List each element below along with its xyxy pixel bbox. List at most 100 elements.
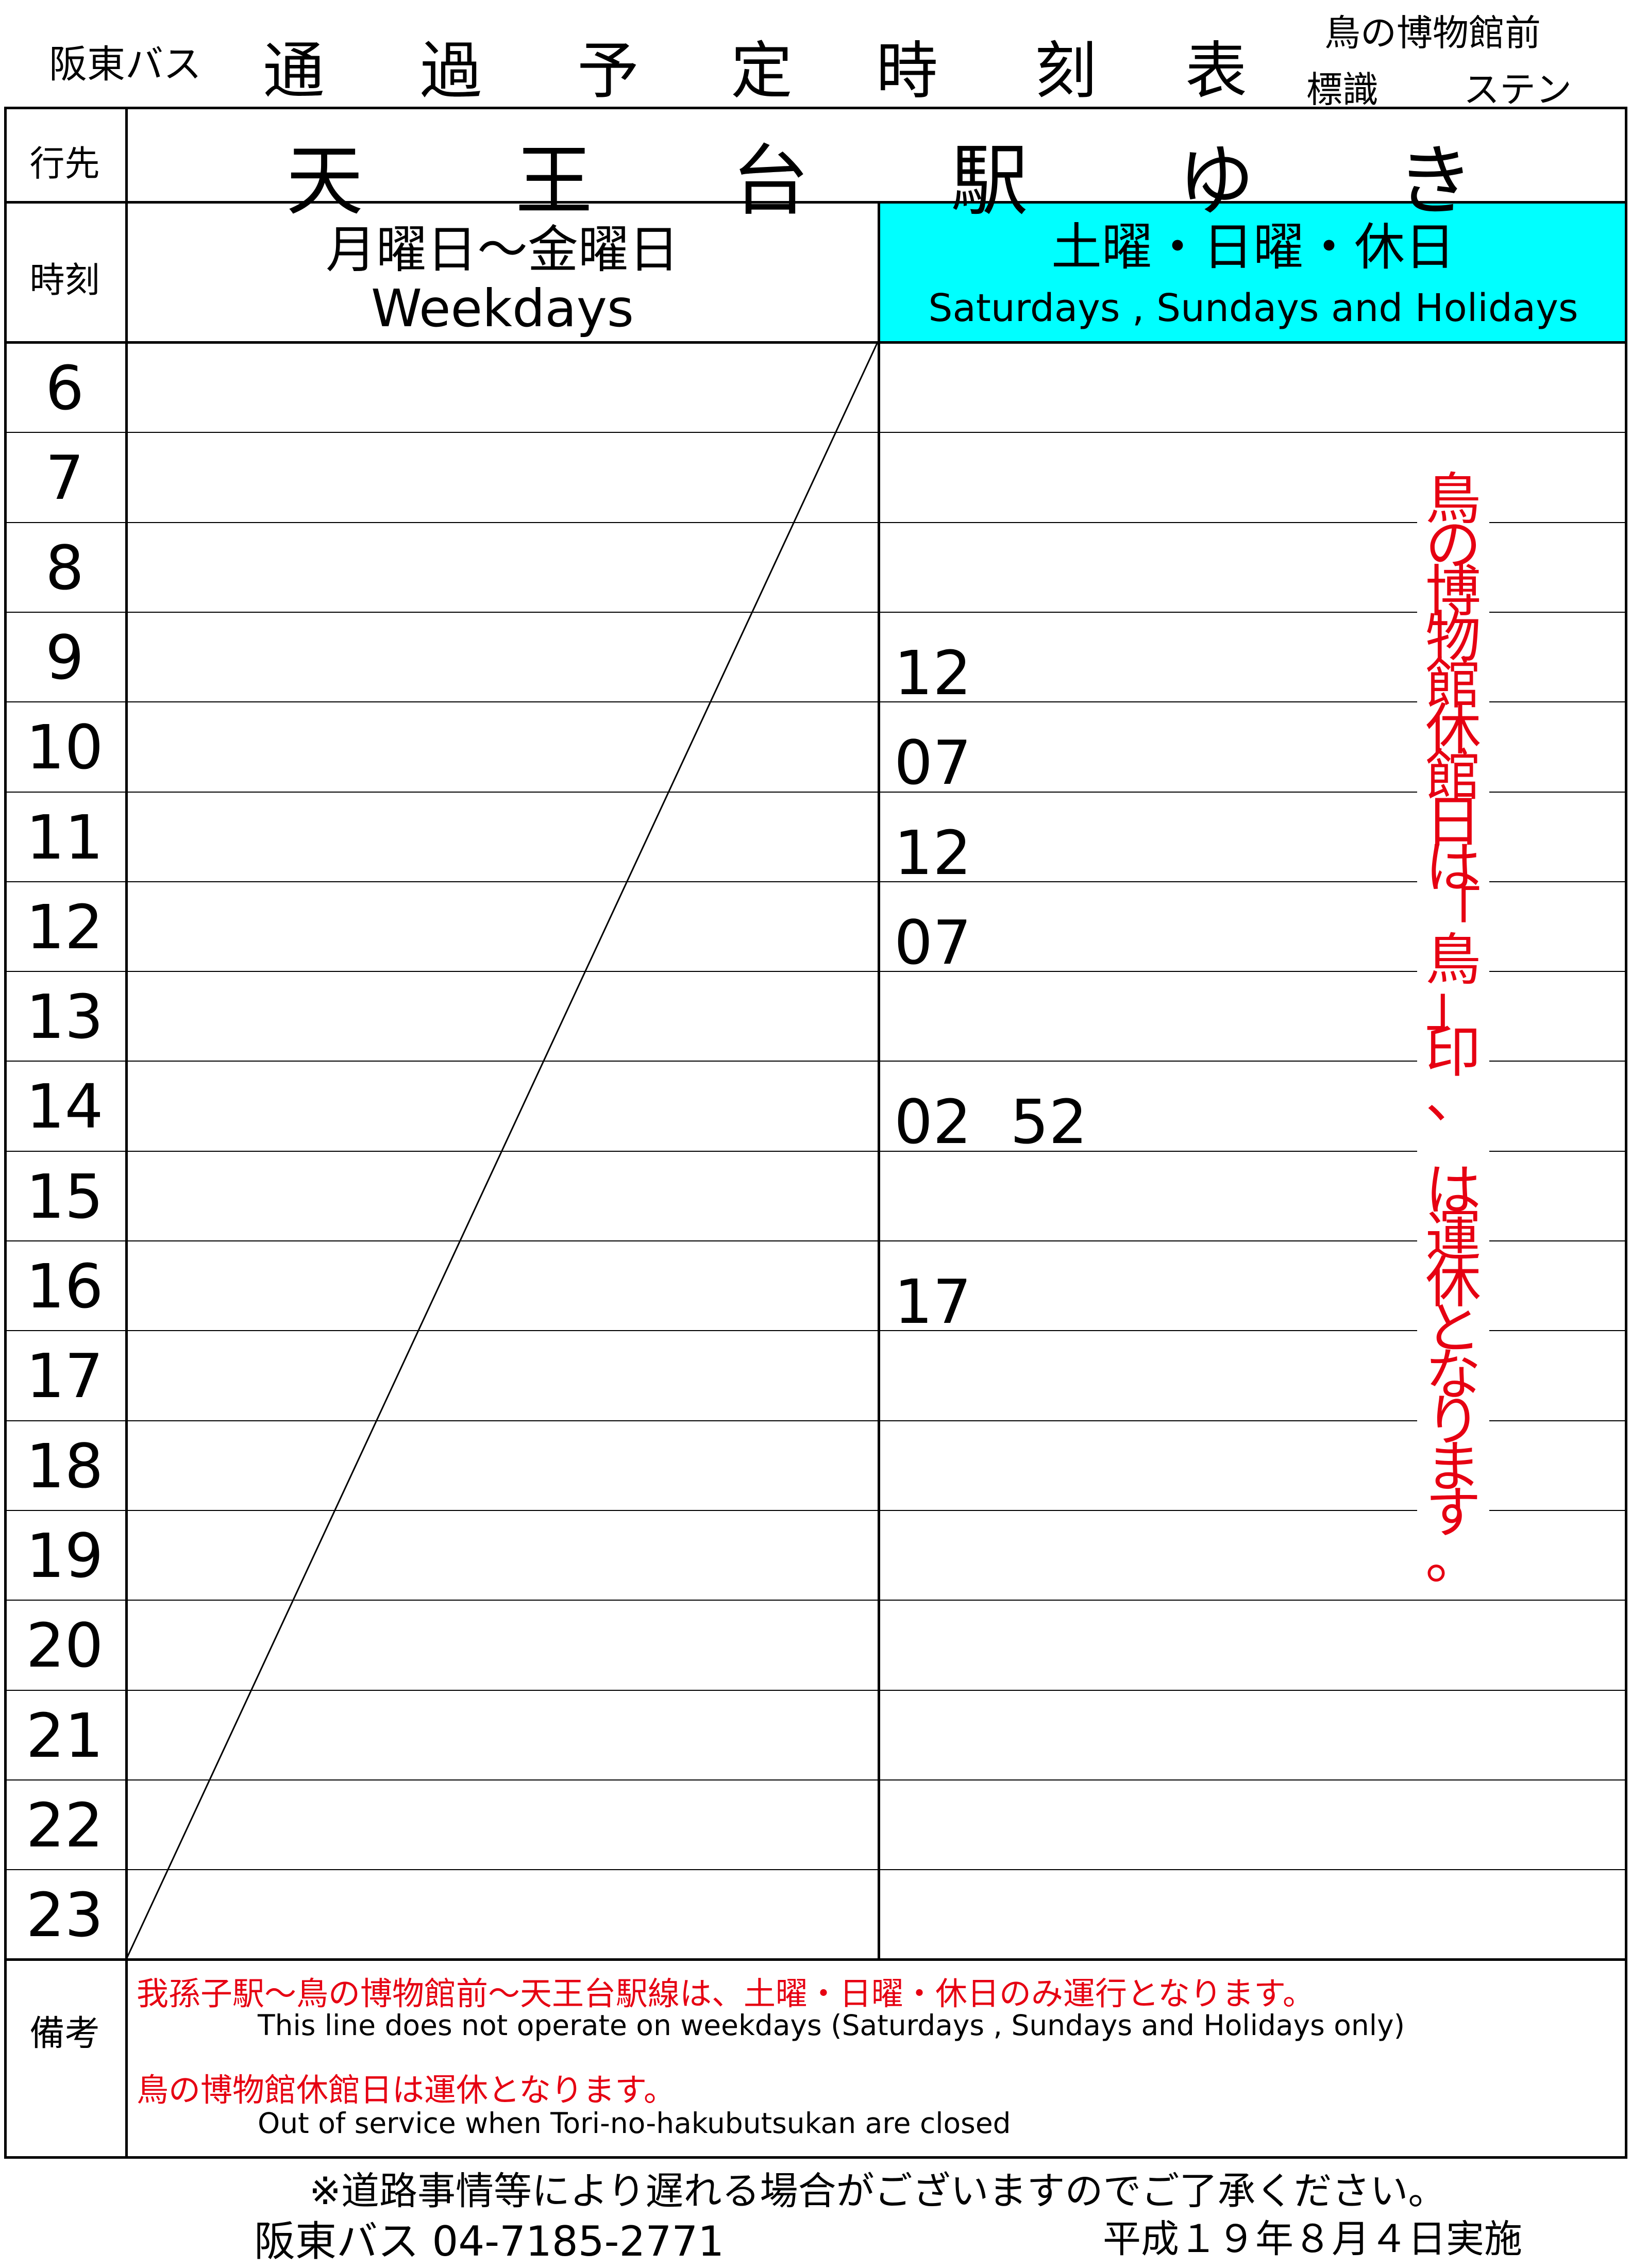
time-label: 時刻	[29, 260, 100, 301]
hour-row-divider	[4, 701, 1627, 702]
row-divider	[4, 1958, 1627, 1961]
holiday-header-en: Saturdays , Sundays and Holidays	[928, 286, 1578, 330]
hour-label: 20	[26, 1610, 104, 1681]
notice-char: 博	[1425, 559, 1481, 624]
notice-char: 館	[1425, 744, 1481, 809]
row-divider	[4, 341, 1627, 344]
hour-row-divider	[4, 792, 1627, 793]
stop-name: 鳥の博物館前	[1324, 12, 1541, 54]
notice-char: は	[1425, 1158, 1481, 1223]
notice-char: 休	[1425, 1250, 1481, 1315]
holiday-header-jp: 土曜・日曜・休日	[1051, 218, 1455, 277]
notice-char: な	[1425, 1342, 1481, 1407]
notice-char: は	[1425, 836, 1481, 901]
destination-char: 天	[286, 137, 364, 226]
hour-row-divider	[4, 1690, 1627, 1691]
stop-sign-label: 標識	[1306, 69, 1378, 111]
notice-char: 物	[1425, 606, 1481, 670]
company-phone: 阪東バス 04-7185-2771	[254, 2217, 725, 2265]
remarks-label: 備考	[29, 2013, 100, 2054]
notice-char: 館	[1425, 651, 1481, 716]
hour-label: 19	[26, 1520, 104, 1591]
hour-row-divider	[4, 1420, 1627, 1421]
holiday-departure-minutes: 02 52	[894, 1086, 1088, 1157]
remark-line1-en: This line does not operate on weekdays (…	[258, 2009, 1405, 2042]
title-char: 定	[731, 36, 793, 107]
hour-row-divider	[4, 1869, 1627, 1870]
hour-label: 23	[26, 1879, 104, 1951]
hour-label: 18	[26, 1431, 104, 1502]
hour-label: 14	[26, 1071, 104, 1142]
hour-row-divider	[4, 1779, 1627, 1780]
hour-label: 7	[45, 442, 85, 513]
stop-type-label: ステン	[1464, 69, 1572, 111]
remark-line2-en: Out of service when Tori-no-hakubutsukan…	[258, 2107, 1011, 2140]
weekday-header-jp: 月曜日～金曜日	[325, 221, 679, 279]
notice-char: り	[1425, 1389, 1481, 1454]
hour-label: 10	[26, 712, 104, 783]
hour-label: 15	[26, 1161, 104, 1232]
hour-row-divider	[4, 971, 1627, 972]
notice-char: 運	[1425, 1204, 1481, 1269]
hour-row-divider	[4, 1240, 1627, 1241]
title-char: 刻	[1035, 36, 1097, 107]
hour-row-divider	[4, 1510, 1627, 1511]
label-column-divider	[125, 107, 128, 2159]
closed-day-notice: 鳥の博物館休館日は「鳥」印、 は運休となります。	[1417, 467, 1489, 1592]
hour-label: 22	[26, 1790, 104, 1861]
destination-char: ゆ	[1178, 137, 1255, 226]
hour-row-divider	[4, 522, 1627, 523]
title-char: 表	[1185, 36, 1247, 107]
notice-char: と	[1425, 1297, 1481, 1362]
hour-label: 13	[26, 981, 104, 1052]
row-divider	[4, 201, 1627, 204]
company-name: 阪東バス	[49, 42, 201, 87]
holiday-departure-minutes: 12	[894, 637, 972, 709]
timetable-frame	[4, 107, 1627, 2159]
holiday-departure-minutes: 12	[894, 817, 972, 888]
destination-char: 台	[732, 137, 810, 226]
hour-label: 8	[45, 532, 85, 603]
notice-char: 」	[1425, 974, 1481, 1039]
hour-label: 21	[26, 1700, 104, 1771]
hour-label: 12	[26, 892, 104, 963]
notice-char: 「	[1425, 882, 1481, 947]
notice-char: 鳥	[1425, 928, 1481, 993]
destination-char: き	[1397, 137, 1474, 226]
title-char: 時	[876, 36, 938, 107]
destination-label: 行先	[29, 144, 100, 184]
hour-label: 16	[26, 1251, 104, 1322]
notice-char: ま	[1425, 1435, 1481, 1500]
notice-char: 鳥	[1425, 467, 1481, 532]
destination-char: 駅	[951, 137, 1029, 226]
holiday-departure-minutes: 07	[894, 907, 972, 978]
effective-date: 平成１９年８月４日実施	[1103, 2217, 1522, 2261]
hour-row-divider	[4, 881, 1627, 882]
hour-row-divider	[4, 612, 1627, 613]
hour-row-divider	[4, 1151, 1627, 1152]
notice-char: 日	[1425, 789, 1481, 854]
notice-char: の	[1425, 513, 1481, 578]
remark-line2-jp: 鳥の博物館休館日は運休となります。	[137, 2071, 676, 2109]
holiday-header-cell	[879, 203, 1627, 341]
hour-row-divider	[4, 1330, 1627, 1331]
notice-char: 、	[1425, 1066, 1481, 1131]
weekday-header-en: Weekdays	[371, 278, 634, 339]
hour-label: 6	[45, 352, 85, 424]
hour-row-divider	[4, 1600, 1627, 1601]
hour-row-divider	[4, 432, 1627, 433]
title-char: 予	[577, 36, 639, 107]
notice-char: す	[1425, 1481, 1481, 1545]
hour-label: 9	[45, 622, 85, 693]
notice-char: 。	[1425, 1527, 1481, 1592]
delay-notice: ※道路事情等により遅れる場合がございますのでご了承ください。	[309, 2169, 1447, 2213]
remark-line1-jp: 我孫子駅～鳥の博物館前～天王台駅線は、土曜・日曜・休日のみ運行となります。	[137, 1975, 1315, 2012]
notice-char: 印	[1425, 1020, 1481, 1085]
notice-char: 休	[1425, 698, 1481, 763]
hour-label: 17	[26, 1340, 104, 1412]
title-char: 通	[263, 36, 325, 107]
holiday-departure-minutes: 17	[894, 1266, 972, 1337]
hour-row-divider	[4, 1061, 1627, 1062]
title-char: 過	[420, 36, 482, 107]
